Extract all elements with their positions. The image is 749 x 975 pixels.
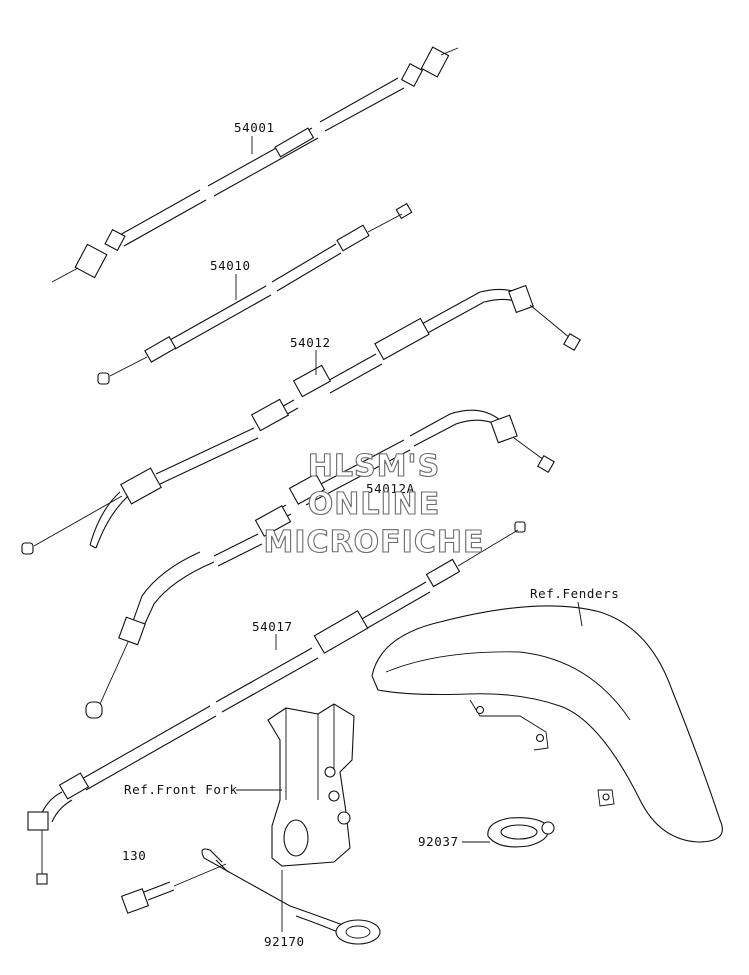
label-54012: 54012 — [290, 335, 331, 350]
label-92170: 92170 — [264, 934, 305, 949]
label-54012A: 54012A — [366, 481, 415, 496]
leader-lines — [235, 136, 583, 932]
watermark-line-3: MICROFICHE — [264, 525, 485, 560]
ref-fenders-label: Ref.Fenders — [530, 586, 619, 601]
watermark: HLSM'S ONLINE MICROFICHE — [263, 448, 485, 560]
front-fork-bracket — [267, 703, 355, 867]
grommet-92037 — [487, 817, 555, 848]
cable-54017 — [27, 521, 526, 885]
front-fender — [371, 605, 723, 843]
bolt-130 — [120, 863, 227, 914]
label-54017: 54017 — [252, 619, 293, 634]
cable-54010 — [97, 202, 413, 385]
label-54001: 54001 — [234, 120, 275, 135]
label-130: 130 — [122, 848, 146, 863]
clamp-92170 — [201, 848, 381, 945]
watermark-line-2: ONLINE — [308, 487, 441, 522]
label-92037: 92037 — [418, 834, 459, 849]
ref-front-fork-label: Ref.Front Fork — [124, 782, 238, 797]
watermark-line-1: HLSM'S — [308, 449, 440, 484]
cable-54001 — [51, 46, 459, 283]
label-54010: 54010 — [210, 258, 251, 273]
cable-54012 — [21, 284, 581, 555]
cable-54012A — [85, 409, 555, 719]
